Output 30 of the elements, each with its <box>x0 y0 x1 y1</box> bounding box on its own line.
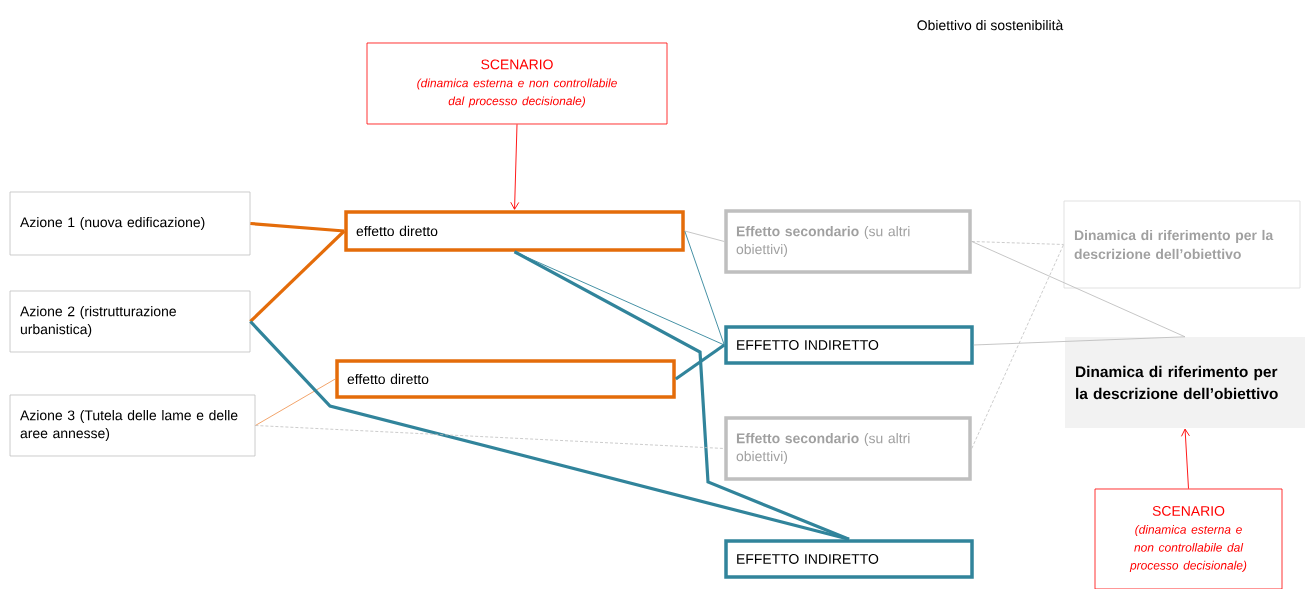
effect-box: effetto diretto <box>335 359 676 399</box>
connector-line <box>684 230 725 346</box>
connector-line <box>513 250 850 541</box>
arrow <box>510 123 520 210</box>
connector-line <box>249 229 346 323</box>
connector-line <box>971 244 1064 449</box>
connector-line <box>973 336 1186 346</box>
title: Obiettivo di sostenibilità <box>917 19 1064 31</box>
connector-line <box>255 425 725 449</box>
connector-line <box>254 378 336 426</box>
connector-line <box>249 320 850 541</box>
connector-line <box>674 343 726 381</box>
effect-box: EFFETTO INDIRETTO <box>724 325 974 365</box>
effect-box: effetto diretto <box>344 210 685 252</box>
scenario-box: SCENARIO (dinamica esterna e non controllabile dal processo decisionale) <box>366 42 668 125</box>
action-box: Azione 1 (nuova edificazione) <box>9 191 251 256</box>
effect-box: Effetto secondario (su altri obiettivi) <box>724 416 972 481</box>
connector-line <box>250 221 345 233</box>
connector-line <box>684 230 725 242</box>
arrow <box>1181 428 1190 490</box>
effect-box: Effetto secondario (su altri obiettivi) <box>724 209 972 274</box>
reference-box: Dinamica di riferimento per la descrizione dell’obiettivo <box>1063 200 1301 289</box>
connector-line <box>514 251 725 346</box>
reference-box: Dinamica di riferimento per la descrizione dell’obiettivo <box>1065 337 1305 428</box>
action-box: Azione 3 (Tutela delle lame e delle aree annesse) <box>9 394 256 457</box>
action-box: Azione 2 (ristrutturazione urbanistica) <box>9 290 251 353</box>
connector-line <box>971 241 1186 338</box>
scenario-box: SCENARIO (dinamica esterna e non controllabile dal processo decisionale) <box>1094 488 1283 589</box>
effect-box: EFFETTO INDIRETTO <box>724 539 974 579</box>
connector-line <box>971 241 1064 245</box>
